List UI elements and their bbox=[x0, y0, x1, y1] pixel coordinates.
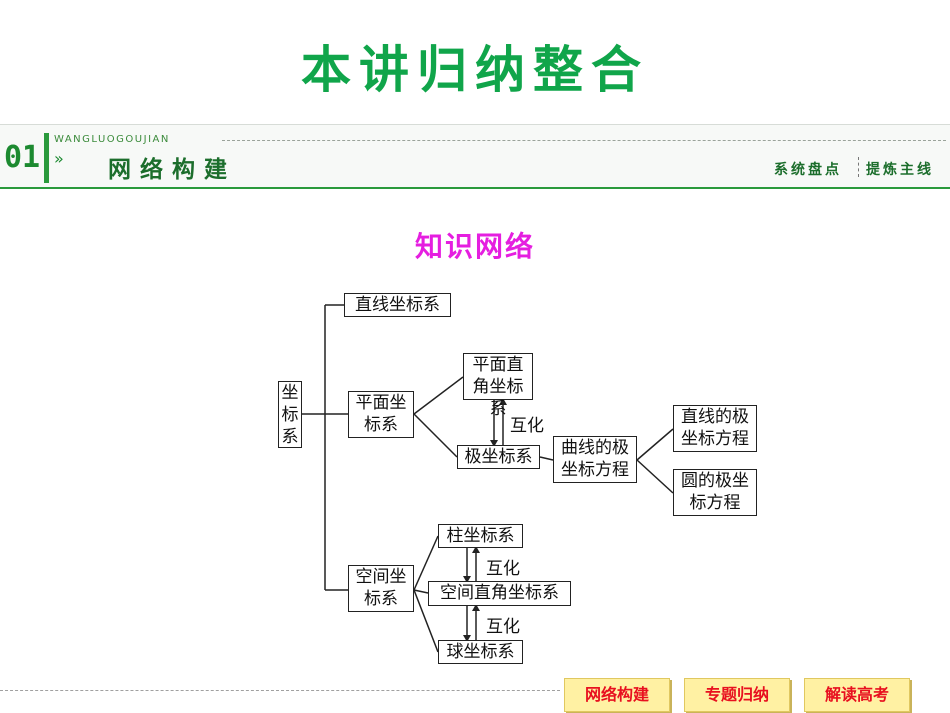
section-pinyin: WANGLUOGOUJIAN bbox=[54, 134, 170, 145]
node-curve-polar-eq: 曲线的极坐标方程 bbox=[553, 436, 637, 483]
footer-dash-divider bbox=[0, 690, 560, 691]
connector-space-rect bbox=[413, 589, 429, 594]
label-mutual-conversion-1: 互化 bbox=[510, 416, 544, 436]
node-coordinate-system: 坐标系 bbox=[278, 381, 302, 448]
page-title: 本讲归纳整合 bbox=[301, 41, 649, 99]
node-line-coord: 直线坐标系 bbox=[344, 293, 451, 317]
node-line-polar-eq: 直线的极坐标方程 bbox=[673, 405, 757, 452]
nav-topic-summary-button[interactable]: 专题归纳 bbox=[684, 678, 790, 712]
subtitle-right: 提炼主线 bbox=[866, 162, 934, 178]
label-mutual-conversion-2: 互化 bbox=[486, 559, 520, 579]
connector-line-polar bbox=[636, 428, 674, 461]
node-space-coord: 空间坐标系 bbox=[348, 565, 414, 612]
subtitle-divider bbox=[858, 157, 859, 177]
connector-cylinder bbox=[413, 535, 439, 591]
node-plane-rect-coord: 平面直角坐标系 bbox=[463, 353, 533, 419]
connector-sphere bbox=[413, 589, 439, 653]
node-plane-coord: 平面坐标系 bbox=[348, 391, 414, 438]
nav-network-build-button[interactable]: 网络构建 bbox=[564, 678, 670, 712]
chevron-right-icon: » bbox=[54, 149, 64, 168]
node-sphere-coord: 球坐标系 bbox=[438, 640, 523, 664]
subtitle-left: 系统盘点 bbox=[774, 162, 842, 178]
nav-exam-analysis-button[interactable]: 解读高考 bbox=[804, 678, 910, 712]
connector-circle-polar bbox=[636, 459, 674, 494]
section-number: 01 bbox=[4, 140, 41, 175]
connector-plane-rect bbox=[413, 376, 464, 415]
knowledge-network-title: 知识网络 bbox=[414, 230, 535, 263]
connector-curve bbox=[539, 456, 554, 461]
node-circle-polar-eq: 圆的极坐标方程 bbox=[673, 469, 757, 516]
node-cylinder-coord: 柱坐标系 bbox=[438, 524, 523, 548]
section-title: 网络构建 bbox=[108, 157, 236, 183]
header-stripe bbox=[44, 133, 49, 183]
section-header: 01 WANGLUOGOUJIAN » 网络构建 系统盘点 提炼主线 bbox=[0, 124, 950, 189]
node-space-rect-coord: 空间直角坐标系 bbox=[428, 581, 571, 606]
header-dash-divider bbox=[222, 140, 946, 141]
node-polar-coord: 极坐标系 bbox=[457, 445, 540, 469]
label-mutual-conversion-3: 互化 bbox=[486, 617, 520, 637]
connector-polar bbox=[413, 413, 458, 458]
